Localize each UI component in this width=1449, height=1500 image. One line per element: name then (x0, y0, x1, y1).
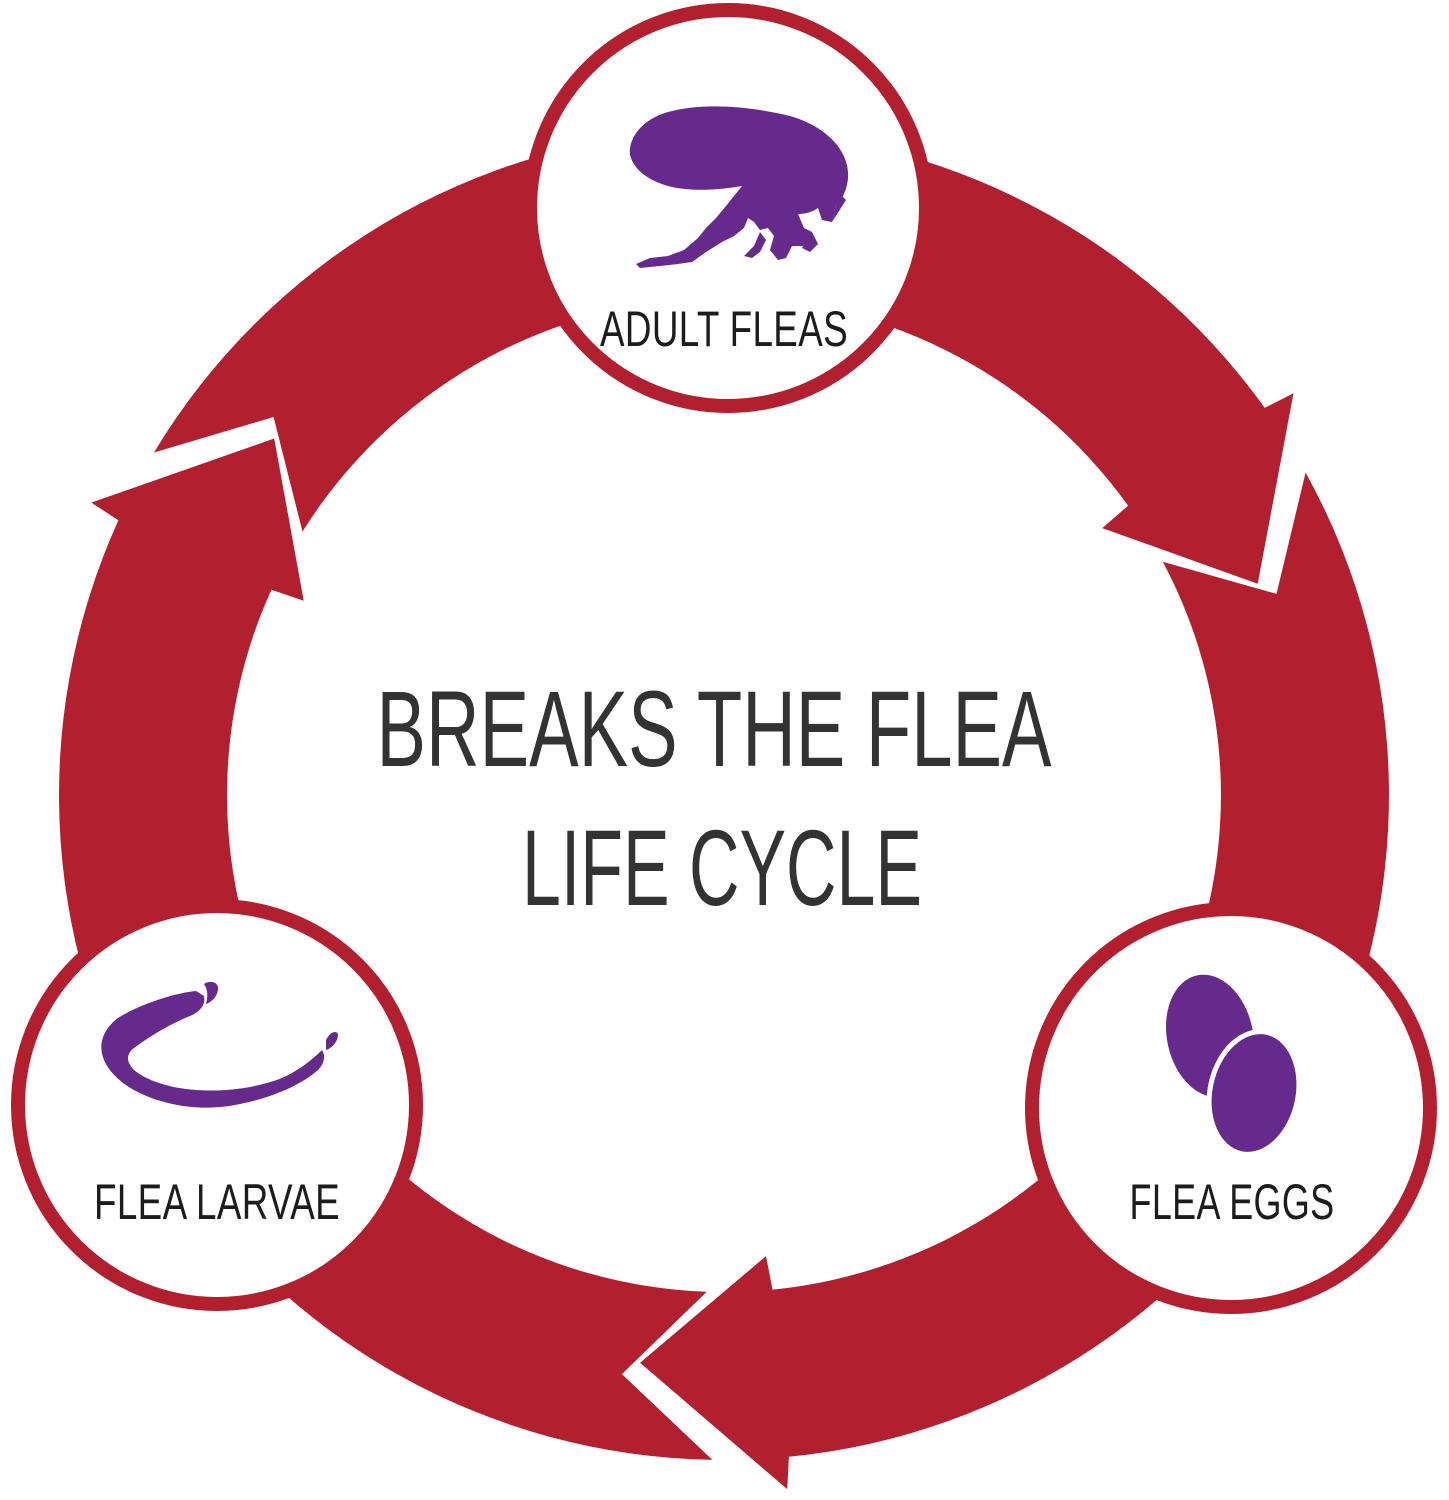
title-line-2: LIFE CYCLE (522, 807, 922, 928)
stage-label-eggs: FLEA EGGS (1130, 1174, 1335, 1230)
stage-node-flea-eggs: FLEA EGGS (1025, 902, 1437, 1314)
title-line-1: BREAKS THE FLEA (377, 668, 1052, 789)
stage-node-adult-fleas: ADULT FLEAS (523, 3, 933, 413)
flea-larvae-icon (101, 981, 338, 1108)
stage-label-adult: ADULT FLEAS (600, 301, 848, 357)
arrow-adult-to-eggs (154, 130, 1294, 584)
flea-eggs-icon (1166, 974, 1302, 1157)
stage-node-flea-larvae: FLEA LARVAE (11, 899, 423, 1311)
stage-label-larvae: FLEA LARVAE (94, 1174, 340, 1230)
adult-flea-icon (629, 106, 849, 268)
